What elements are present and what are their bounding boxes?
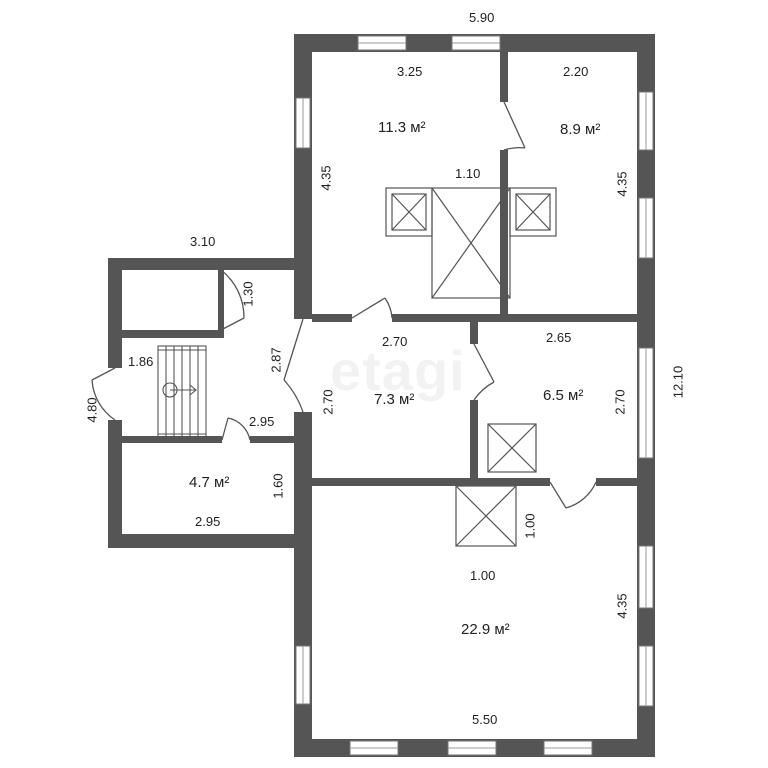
dim-total-width: 5.90 [469,10,495,25]
area-annex-room: 4.7 м² [189,474,230,491]
dim-bedroom-top-left-width: 3.25 [397,64,423,79]
wall-h-mid-2b [596,478,637,486]
wall-left-upper [294,34,312,319]
door-annex-entry [91,367,116,421]
closet-wall-h [122,330,224,338]
area-living-room: 22.9 м² [461,621,510,638]
wall-v-mid-low [470,400,478,486]
stove-left-block [385,187,433,237]
wall-h-mid-1b [392,314,637,322]
dim-room-middle-left-height: 2.70 [320,389,336,415]
closet-wall-v [218,270,224,330]
stove-right-block [509,187,557,237]
annex-wall-left-lower [108,420,122,548]
dim-stove-bottom-depth: 1.00 [522,513,538,539]
area-bedroom-top-left: 11.3 м² [378,119,426,136]
dim-stove-bottom-width: 1.00 [470,568,496,583]
wall-v-mid [470,314,478,344]
dim-annex-room-height: 1.60 [270,473,286,499]
area-bedroom-top-right: 8.9 м² [560,121,601,138]
dim-bedroom-top-left-height: 4.35 [318,165,334,191]
dim-annex-width: 3.10 [190,234,216,249]
door-middle-left [351,297,393,319]
door-annex-room [221,417,251,441]
area-room-middle-left: 7.3 м² [374,391,415,408]
dim-total-length: 12.10 [670,365,686,399]
stove-middle [487,423,537,473]
dim-annex-length: 4.80 [84,397,100,423]
dim-annex-room-width: 2.95 [195,514,221,529]
annex-wall-bottom [108,534,312,548]
wall-v-top-mid [500,52,508,102]
dim-closet-depth: 1.30 [240,281,256,307]
windows [295,35,654,756]
door-top-bedrooms [503,101,526,151]
wall-h-mid-2a [312,478,550,486]
staircase [157,345,207,439]
window-panes [302,42,647,749]
annex-wall-h-a [122,436,222,443]
door-living [549,481,597,509]
dim-room-middle-right-height: 2.70 [612,389,628,415]
dim-stair-width: 1.86 [128,354,154,369]
dim-bedroom-top-right-height: 4.35 [614,171,630,197]
doors [91,101,597,509]
area-room-middle-right: 6.5 м² [543,387,584,404]
wall-h-mid-1a [312,314,352,322]
wall-left-lower [294,412,312,757]
dim-hall-width: 2.95 [249,414,275,429]
door-closet [220,269,245,331]
door-hall [283,318,304,413]
annex-wall-h-b [250,436,294,443]
stoves [385,187,557,547]
door-middle-right [473,343,495,401]
wall-v-top-mid-low [500,150,508,320]
dim-living-room-height: 4.35 [614,593,630,619]
dim-room-middle-right-width: 2.65 [546,330,572,345]
dim-bedroom-top-right-width: 2.20 [563,64,589,79]
stove-main [431,187,511,299]
dim-stove-top: 1.10 [455,166,481,181]
dim-room-middle-left-width: 2.70 [382,334,408,349]
annex-wall-left-upper [108,258,122,368]
watermark: etagi [330,339,466,402]
dim-living-room-width: 5.50 [472,712,498,727]
annex-wall-top [108,258,312,270]
dim-hall-length: 2.87 [268,347,284,373]
stove-living [455,485,517,547]
